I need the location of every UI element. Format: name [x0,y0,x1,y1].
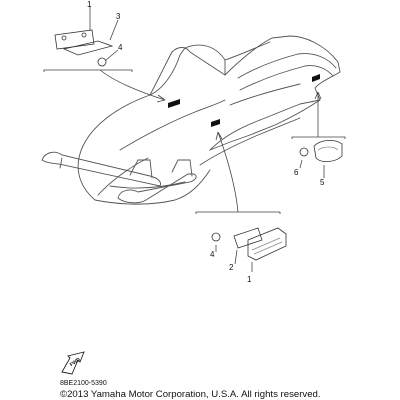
patch-hood [168,99,180,108]
callout-top-1: 1 [87,0,92,9]
right-reflector [313,140,343,162]
bottom-leader-arrowhead [215,131,223,141]
bottom-reflector [247,227,287,261]
bottom-plate [233,227,263,249]
ski-right [117,159,197,204]
callout-right-5: 5 [320,178,325,187]
patch-seat [312,74,320,82]
snowmobile-outline [77,35,341,205]
bottom-callout-group [195,131,287,272]
decal-patches [168,74,320,127]
patch-tunnel [211,119,220,127]
top-nut [97,57,107,67]
right-nut [299,147,309,157]
top-leader-arrowhead [156,94,166,103]
top-leader-arrow [99,69,166,101]
top-callout-group [43,6,166,103]
callout-bottom-2: 2 [229,263,234,272]
forward-arrow-icon: FWD [61,351,85,375]
callout-top-4: 4 [118,43,123,52]
bottom-bracket [195,211,281,214]
callout-bottom-4: 4 [210,250,215,259]
bottom-leader-arrow [217,131,239,213]
ski-left [41,151,161,187]
top-plate [54,29,95,50]
callout-right-6: 6 [294,168,299,177]
diagram-code: 8BE2100-5390 [60,380,107,387]
bottom-nut [211,232,221,242]
forward-label: FWD [69,357,82,369]
top-bracket [43,69,133,72]
callout-top-3: 3 [116,12,121,21]
right-bracket [291,136,346,139]
copyright-notice: ©2013 Yamaha Motor Corporation, U.S.A. A… [60,389,321,400]
right-leader-arrowhead [314,91,322,100]
top-bracket-part [62,40,114,56]
callout-bottom-1: 1 [247,275,252,284]
right-callout-group [291,91,346,178]
